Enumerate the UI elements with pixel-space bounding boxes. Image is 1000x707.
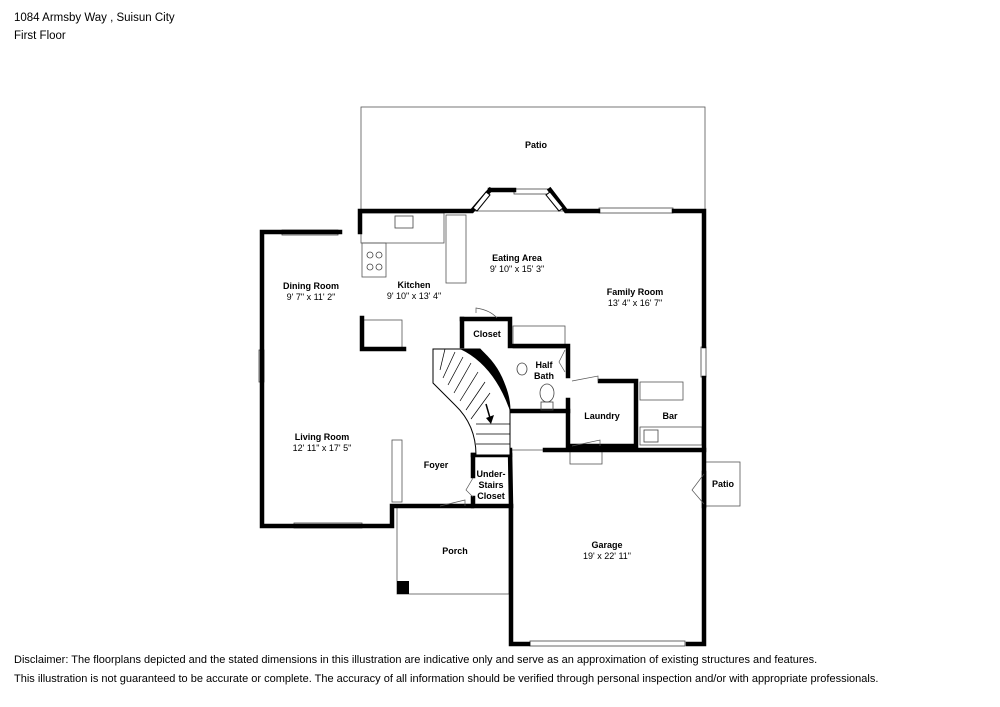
staircase: [432, 348, 511, 456]
room-dining-room-name: Dining Room: [283, 281, 339, 291]
floor-label: First Floor: [14, 30, 66, 42]
room-kitchen-name: Kitchen: [397, 280, 430, 290]
room-patio-side-name: Patio: [712, 479, 735, 489]
disclaimer-line-1: Disclaimer: The floorplans depicted and …: [14, 654, 818, 666]
room-porch-name: Porch: [442, 546, 468, 556]
room-under-stairs-name2: Stairs: [478, 480, 503, 490]
room-family-room-name: Family Room: [607, 287, 664, 297]
room-bar-name: Bar: [662, 411, 678, 421]
room-family-room-dims: 13' 4" x 16' 7": [608, 298, 662, 308]
room-half-bath-name: Half: [535, 360, 553, 370]
room-laundry-name: Laundry: [584, 411, 620, 421]
room-foyer-name: Foyer: [424, 460, 449, 470]
room-living-room-dims: 12' 11" x 17' 5": [293, 443, 352, 453]
room-half-bath-name2: Bath: [534, 371, 554, 381]
bay-windows: [472, 191, 564, 212]
disclaimer-line-2: This illustration is not guaranteed to b…: [14, 673, 879, 685]
room-eating-area-dims: 9' 10" x 15' 3": [490, 264, 544, 274]
walls: [259, 186, 707, 647]
room-labels: Patio Eating Area 9' 10" x 15' 3" Kitche…: [283, 140, 734, 561]
room-closet-name: Closet: [473, 329, 501, 339]
room-garage-name: Garage: [591, 540, 622, 550]
doors: [439, 307, 705, 507]
fixtures: [366, 215, 659, 443]
room-patio-back-name: Patio: [525, 140, 548, 150]
room-under-stairs-name3: Closet: [477, 491, 505, 501]
room-garage-dims: 19' x 22' 11": [583, 551, 631, 561]
room-eating-area-name: Eating Area: [492, 253, 543, 263]
room-living-room-name: Living Room: [295, 432, 350, 442]
porch-column: [397, 581, 409, 594]
address-title: 1084 Armsby Way , Suisun City: [14, 12, 175, 24]
room-under-stairs-name: Under-: [477, 469, 506, 479]
room-dining-room-dims: 9' 7" x 11' 2": [287, 292, 336, 302]
room-kitchen-dims: 9' 10" x 13' 4": [387, 291, 441, 301]
thin-outlines: [360, 106, 741, 595]
